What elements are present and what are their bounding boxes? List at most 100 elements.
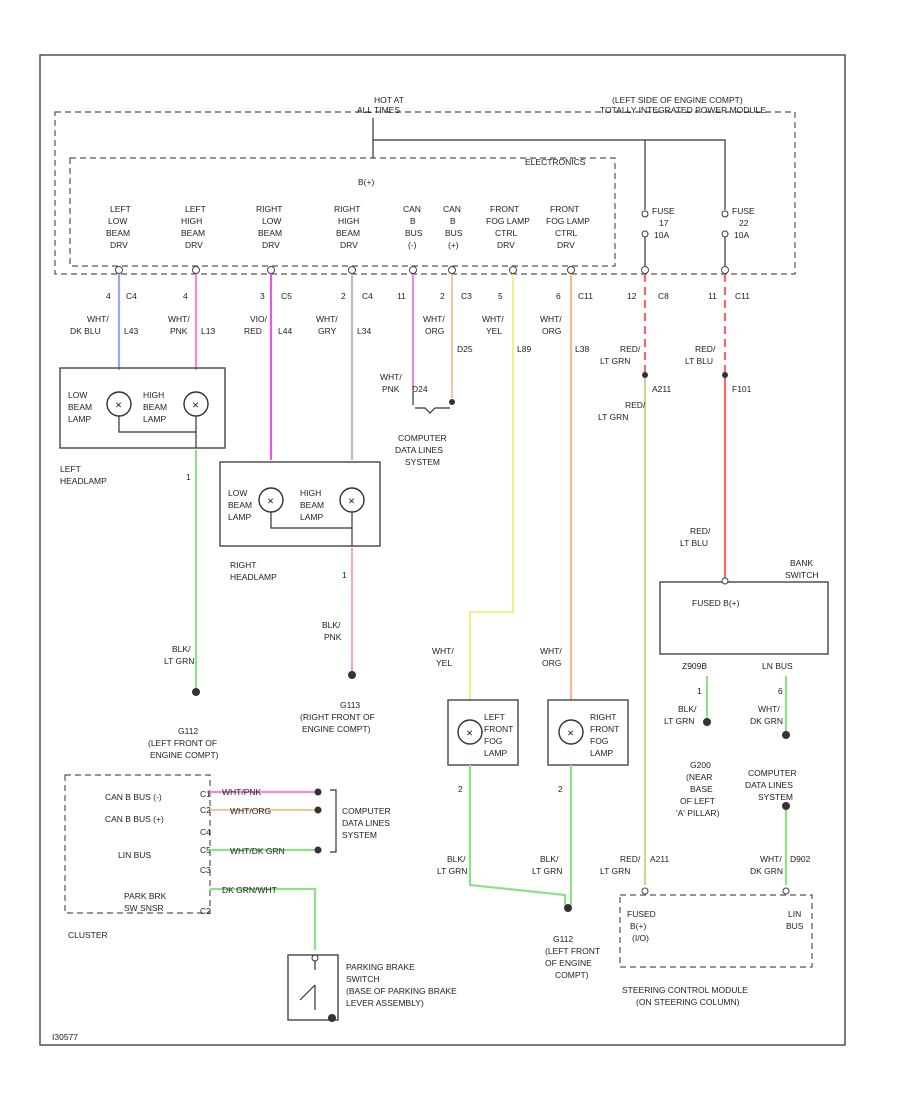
cl-r1-label: CAN B BUS (-) [105,792,162,802]
cl-r6-label: PARK BRK [124,891,167,901]
tipm-name: TOTALLY INTEGRATED POWER MODULE [600,105,766,115]
cl-ds3: SYSTEM [342,830,377,840]
fuse-22-icon [721,210,729,266]
outer-border [39,54,846,1046]
can-sys3: SYSTEM [405,457,440,467]
out4-l1: RIGHT [334,204,360,214]
out8-l1: FRONT [550,204,579,214]
w7c2: YEL [486,326,502,336]
cdr-dot [782,802,790,810]
w2c2: PNK [170,326,188,336]
fog-gw3: BLK/ [540,854,559,864]
out7-l4: DRV [497,240,515,250]
bank-c2: LN BUS [762,661,793,671]
right-low-beam-bulb-icon: ✕ [258,487,284,513]
bank-switch-box [659,581,829,655]
conn10: C11 [735,291,750,301]
w9cir: A211 [652,384,671,394]
bank-p1: 1 [697,686,702,696]
w6c2: ORG [425,326,444,336]
cl-ds2: DATA LINES [342,818,390,828]
rhl-high2: BEAM [300,500,324,510]
lfog-pin: 2 [458,784,463,794]
scm-wr2: DK GRN [750,866,783,876]
g200-name: G200 [690,760,711,770]
hot-at-text: HOT AT [374,95,404,105]
svg-text:✕: ✕ [192,400,199,410]
tipm-pins [115,266,729,274]
out6-l2: B [450,216,456,226]
scm-t2: (ON STEERING COLUMN) [636,997,740,1007]
out8-l2: FOG LAMP [546,216,590,226]
g112f-d1: (LEFT FRONT [545,946,600,956]
parking-brake-box [287,954,339,1021]
w10c2: LT BLU [685,356,713,366]
lfog-t1: LEFT [484,712,505,722]
bank-p2: 6 [778,686,783,696]
lhl-title2: HEADLAMP [60,476,107,486]
cluster-box [64,774,211,914]
wire-labels: WHT/ DK BLU L43 WHT/ PNK L13 VIO/ RED L4… [70,314,752,394]
fuse2-line2: 22 [739,218,749,228]
fuse1-line1: FUSE [652,206,675,216]
rhl-low1: LOW [228,488,247,498]
pb-t4: LEVER ASSEMBLY) [346,998,424,1008]
g112-fog-dot [564,904,572,912]
w7cir: L89 [517,344,531,354]
out1-l3: BEAM [106,228,130,238]
conn8: C11 [578,291,593,301]
scm-f1: FUSED [627,909,656,919]
cl-dot2 [314,806,322,814]
bank-gw2: LT GRN [664,716,694,726]
w3cir: L44 [278,326,292,336]
right-high-beam-bulb-icon: ✕ [339,487,365,513]
cl-r5-pin: C3 [200,865,211,875]
tipm-box [54,111,796,275]
g112-left-dot [192,688,200,696]
cl-r6-label2: SW SNSR [124,903,164,913]
pin4: 2 [341,291,346,301]
conn4: C4 [362,291,373,301]
out1-l4: DRV [110,240,128,250]
can-label2: PNK [382,384,400,394]
rhl-high1: HIGH [300,488,321,498]
g113-dot [348,671,356,679]
steering-module-box [619,894,813,968]
w7c: WHT/ [482,314,504,324]
cl-r3-pin: C4 [200,827,211,837]
w6cir: D25 [457,344,473,354]
can-label3: D24 [412,384,428,394]
w4c: WHT/ [316,314,338,324]
cdr-2: DATA LINES [745,780,793,790]
out8-l4: DRV [557,240,575,250]
scm-wl1: RED/ [620,854,641,864]
cl-w4: WHT/DK GRN [230,846,285,856]
left-hl-ground-bus [118,416,196,433]
pin1: 4 [106,291,111,301]
cl-ds1: COMPUTER [342,806,391,816]
scm-cl: A211 [650,854,669,864]
fuse1-line2: 17 [659,218,669,228]
bank-dw1: WHT/ [758,704,780,714]
lfog-t3: FOG [484,736,502,746]
w6c: WHT/ [423,314,445,324]
rfog-t4: LAMP [590,748,613,758]
out3-l1: RIGHT [256,204,282,214]
out6-l4: (+) [448,240,459,250]
output-labels: LEFT LOW BEAM DRV LEFT HIGH BEAM DRV RIG… [106,204,590,250]
splice-a211 [642,372,648,378]
out5-l2: B [410,216,416,226]
cl-r6-pin: C2 [200,906,211,916]
rfog-t1: RIGHT [590,712,616,722]
wire-left-fog-ground [468,765,567,905]
rhl-high3: LAMP [300,512,323,522]
fog-gw4: LT GRN [532,866,562,876]
bank-dw2: DK GRN [750,716,783,726]
scm-l1: LIN [788,909,801,919]
w9c: RED/ [620,344,641,354]
electronics-label: ELECTRONICS [525,157,586,167]
out6-l1: CAN [443,204,461,214]
cdr-3: SYSTEM [758,792,793,802]
